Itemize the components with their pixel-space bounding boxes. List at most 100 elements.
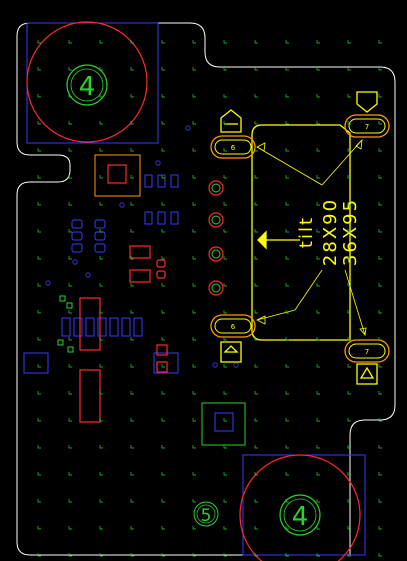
grid-tick xyxy=(68,121,72,125)
grid-tick xyxy=(254,472,258,476)
pad-number: 6 xyxy=(231,144,236,152)
grid-tick xyxy=(192,283,196,287)
grid-tick xyxy=(316,310,320,314)
grid-tick xyxy=(285,283,289,287)
grid-tick xyxy=(37,499,41,503)
grid-tick xyxy=(130,364,134,368)
grid-tick xyxy=(378,445,382,449)
grid-tick xyxy=(68,283,72,287)
grid-tick xyxy=(223,310,227,314)
grid-tick xyxy=(130,418,134,422)
grid-tick xyxy=(161,310,165,314)
grid-tick xyxy=(192,148,196,152)
grid-tick xyxy=(130,67,134,71)
grid-tick xyxy=(192,121,196,125)
grid-tick xyxy=(161,175,165,179)
grid-tick xyxy=(223,499,227,503)
pad-number: 7 xyxy=(365,123,369,131)
grid-tick xyxy=(37,175,41,179)
grid-tick xyxy=(254,364,258,368)
grid-tick xyxy=(254,526,258,530)
grid-tick xyxy=(130,337,134,341)
grid-tick xyxy=(254,310,258,314)
grid-tick xyxy=(192,526,196,530)
grid-tick xyxy=(161,499,165,503)
grid-tick xyxy=(285,121,289,125)
grid-tick xyxy=(161,121,165,125)
grid-tick xyxy=(347,67,351,71)
mounting-hole-bottom-right: 4 xyxy=(239,454,366,561)
grid-tick xyxy=(223,202,227,206)
grid-tick xyxy=(192,391,196,395)
grid-tick xyxy=(161,418,165,422)
grid-tick xyxy=(68,445,72,449)
grid-tick xyxy=(378,364,382,368)
grid-tick xyxy=(378,337,382,341)
grid-tick xyxy=(192,175,196,179)
grid-tick xyxy=(37,553,41,557)
grid-tick xyxy=(161,391,165,395)
grid-tick xyxy=(378,391,382,395)
round-pads xyxy=(208,180,224,296)
grid-tick xyxy=(37,337,41,341)
grid-tick xyxy=(254,202,258,206)
grid-tick xyxy=(130,310,134,314)
grid-tick xyxy=(223,94,227,98)
grid-tick xyxy=(378,310,382,314)
grid-tick xyxy=(99,499,103,503)
grid-tick xyxy=(316,391,320,395)
grid-tick xyxy=(161,256,165,260)
grid-tick xyxy=(130,202,134,206)
grid-tick xyxy=(99,472,103,476)
grid-tick xyxy=(161,337,165,341)
grid-tick xyxy=(285,526,289,530)
grid-tick xyxy=(37,67,41,71)
grid-tick xyxy=(192,256,196,260)
grid-tick xyxy=(99,94,103,98)
note-tilt: tilt xyxy=(296,216,317,248)
grid-tick xyxy=(316,418,320,422)
small-vias xyxy=(57,295,74,353)
grid-tick xyxy=(254,121,258,125)
grid-tick xyxy=(130,472,134,476)
grid-tick xyxy=(347,445,351,449)
grid-tick xyxy=(254,499,258,503)
grid-tick xyxy=(37,391,41,395)
grid-tick xyxy=(285,364,289,368)
grid-tick xyxy=(68,553,72,557)
grid-tick xyxy=(130,121,134,125)
grid-tick xyxy=(316,283,320,287)
grid-tick xyxy=(68,94,72,98)
grid-tick xyxy=(192,229,196,233)
pin-marker-top-left xyxy=(220,109,242,133)
grid-tick xyxy=(161,364,165,368)
grid-tick xyxy=(316,148,320,152)
grid-tick xyxy=(37,472,41,476)
grid-tick xyxy=(223,67,227,71)
grid-tick xyxy=(130,229,134,233)
grid-tick xyxy=(285,256,289,260)
grid-tick xyxy=(37,364,41,368)
grid-tick xyxy=(192,364,196,368)
grid-tick xyxy=(37,283,41,287)
grid-tick xyxy=(285,310,289,314)
grid-tick xyxy=(285,418,289,422)
grid-tick xyxy=(285,229,289,233)
pad-number: 7 xyxy=(365,348,369,356)
grid-tick xyxy=(99,337,103,341)
component-square-top xyxy=(94,154,141,197)
grid-tick xyxy=(378,472,382,476)
grid-tick xyxy=(99,283,103,287)
grid-tick xyxy=(99,364,103,368)
grid-tick xyxy=(254,40,258,44)
grid-tick xyxy=(130,148,134,152)
green-footprint xyxy=(201,402,246,446)
grid-tick xyxy=(223,364,227,368)
grid-tick xyxy=(316,337,320,341)
mounting-hole-top-left: 4 xyxy=(26,21,159,144)
grid-tick xyxy=(130,256,134,260)
grid-tick xyxy=(161,148,165,152)
grid-tick xyxy=(285,94,289,98)
hole-label-top-left: 4 xyxy=(79,72,96,102)
